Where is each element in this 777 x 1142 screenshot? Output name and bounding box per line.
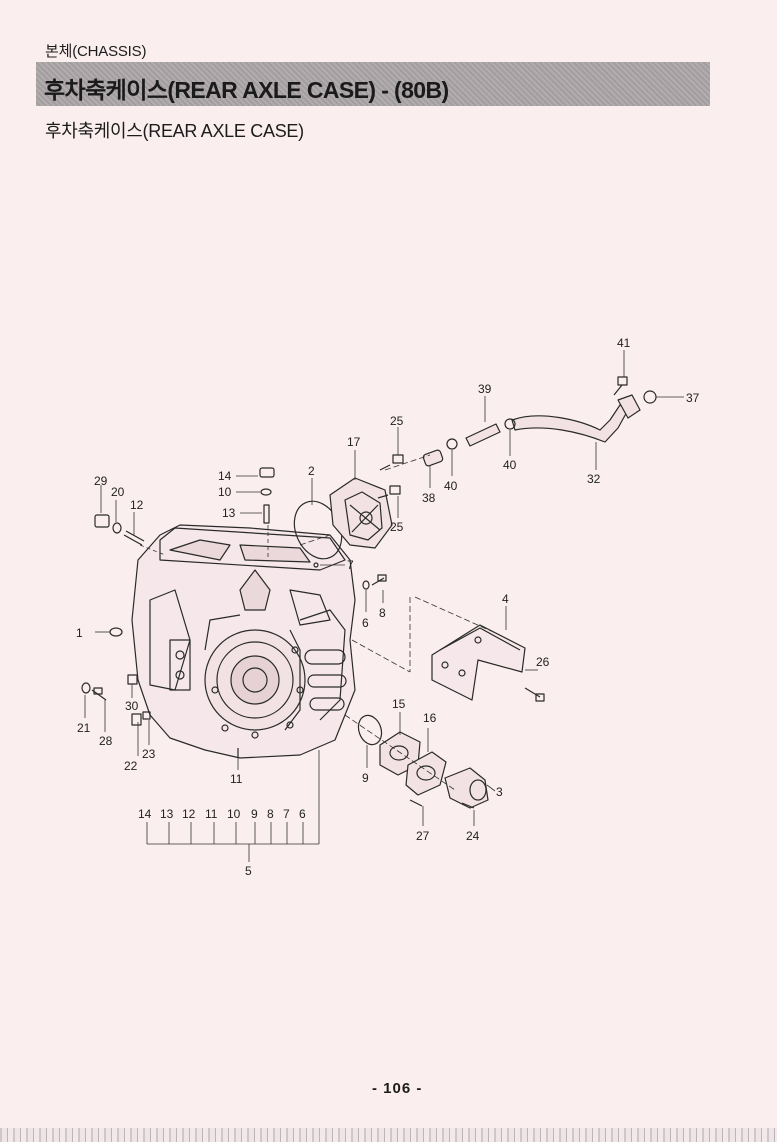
callout-labels: 1 2 3 4 7 6 8 9 11 12 13 14 10 15 16 17 … — [76, 336, 700, 878]
callout-37: 37 — [686, 391, 700, 405]
washer-10 — [260, 488, 272, 496]
callout-4: 4 — [502, 592, 509, 606]
callout-25b: 25 — [390, 520, 404, 534]
gasket-16 — [405, 751, 447, 796]
pipe-32 — [511, 394, 641, 443]
nut-29 — [94, 514, 110, 528]
callout-21: 21 — [77, 721, 91, 735]
bolt-27 — [409, 799, 423, 807]
guard-plate-4 — [431, 624, 526, 701]
callout-9: 9 — [362, 771, 369, 785]
callout-14: 14 — [218, 469, 232, 483]
callout-24: 24 — [466, 829, 480, 843]
plug-22 — [131, 713, 142, 726]
callout-5: 5 — [245, 864, 252, 878]
callout-7: 7 — [347, 558, 354, 572]
callout-10: 10 — [218, 485, 232, 499]
bolt-26 — [524, 687, 545, 702]
plug-1 — [109, 627, 123, 637]
page-title: 후차축케이스(REAR AXLE CASE) - (80B) — [44, 77, 449, 103]
rear-axle-case-housing — [131, 524, 356, 759]
callout-13: 13 — [222, 506, 236, 520]
clamp-37 — [643, 390, 657, 404]
callout-29: 29 — [94, 474, 108, 488]
callout-41: 41 — [617, 336, 631, 350]
callout-6: 6 — [362, 616, 369, 630]
stud-13 — [263, 504, 270, 524]
plug-30 — [127, 674, 138, 685]
pin-7 — [313, 562, 319, 568]
callout-26: 26 — [536, 655, 550, 669]
callout-25a: 25 — [390, 414, 404, 428]
callout-11: 11 — [230, 772, 243, 786]
callout-38: 38 — [422, 491, 436, 505]
callout-8: 8 — [379, 606, 386, 620]
plug-14 — [259, 467, 275, 478]
clamp-40a — [446, 438, 458, 450]
bolt-24 — [461, 802, 475, 809]
cover-17 — [329, 477, 393, 549]
nipple-38 — [422, 449, 444, 467]
callout-15: 15 — [392, 697, 406, 711]
cover-3 — [444, 767, 489, 809]
group-item: 12 — [182, 807, 196, 821]
group-item: 13 — [160, 807, 174, 821]
title-banner: 후차축케이스(REAR AXLE CASE) - (80B) — [36, 62, 710, 106]
group-item: 9 — [251, 807, 258, 821]
bolt-21 — [81, 682, 91, 694]
callout-12: 12 — [130, 498, 144, 512]
callout-2: 2 — [308, 464, 315, 478]
washer-20 — [112, 522, 122, 534]
bolt-28 — [91, 687, 107, 701]
o-ring-9 — [357, 714, 383, 746]
scan-edge — [0, 1128, 777, 1142]
bolt-41 — [613, 376, 628, 396]
bolt-25b — [377, 485, 401, 499]
group-item: 14 — [138, 807, 152, 821]
callout-40a: 40 — [503, 458, 517, 472]
diagram-subtitle: 후차축케이스(REAR AXLE CASE) — [45, 121, 304, 141]
callout-39: 39 — [478, 382, 492, 396]
callout-17: 17 — [347, 435, 361, 449]
callout-30: 30 — [125, 699, 139, 713]
group-item: 7 — [283, 807, 290, 821]
stud-12 — [123, 530, 145, 546]
callout-40b: 40 — [444, 479, 458, 493]
callout-20: 20 — [111, 485, 125, 499]
callout-22: 22 — [124, 759, 138, 773]
callout-32: 32 — [587, 472, 601, 486]
callout-3: 3 — [496, 785, 503, 799]
bolt-25a — [379, 454, 404, 471]
group-item: 6 — [299, 807, 306, 821]
bolt-8 — [371, 574, 387, 586]
callout-28: 28 — [99, 734, 113, 748]
callout-23: 23 — [142, 747, 156, 761]
callout-16: 16 — [423, 711, 437, 725]
group-item: 8 — [267, 807, 274, 821]
plug-23 — [142, 711, 151, 720]
group-item: 11 — [205, 807, 218, 821]
washer-6 — [362, 580, 370, 590]
callout-27: 27 — [416, 829, 430, 843]
leader-lines — [84, 350, 684, 862]
hose-39 — [465, 423, 501, 447]
clamp-40b — [504, 418, 516, 430]
page-number: - 106 - — [372, 1080, 423, 1097]
callout-1: 1 — [76, 626, 83, 640]
group-item: 10 — [227, 807, 241, 821]
group-5-members: 14 13 12 11 10 9 8 7 6 — [138, 807, 306, 821]
section-label: 본체(CHASSIS) — [45, 43, 147, 60]
